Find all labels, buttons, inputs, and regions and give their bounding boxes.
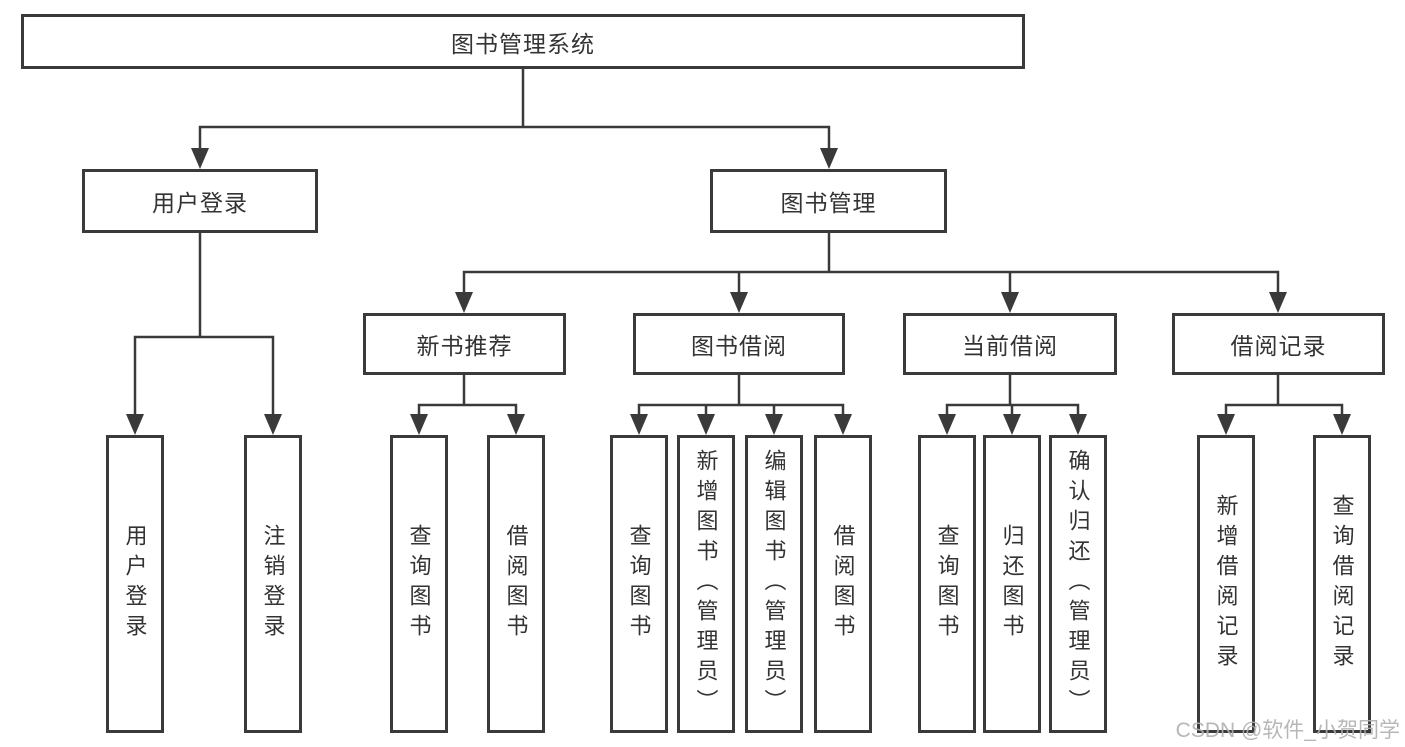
leaf-records-query-record-label: 查询借阅记录 — [1329, 494, 1355, 674]
node-borrow-records-label: 借阅记录 — [1230, 333, 1327, 359]
leaf-borrow-add-books-admin-label: 新增图书（管理员） — [693, 449, 719, 719]
connector-root — [198, 69, 831, 152]
leaf-records-add-record-label: 新增借阅记录 — [1213, 494, 1239, 674]
node-new-book-recommend-label: 新书推荐 — [416, 333, 513, 359]
leaf-newbook-borrow-books-label: 借阅图书 — [503, 524, 529, 644]
node-book-borrow: 图书借阅 — [633, 313, 845, 375]
csdn-watermark: CSDN @软件_小贺同学 — [1175, 719, 1400, 742]
connector-book-borrow — [637, 375, 845, 418]
node-new-book-recommend: 新书推荐 — [363, 313, 566, 375]
node-book-management: 图书管理 — [710, 169, 947, 233]
node-borrow-records: 借阅记录 — [1172, 313, 1385, 375]
leaf-borrow-borrow-books-label: 借阅图书 — [830, 524, 856, 644]
leaf-current-query-books-label: 查询图书 — [934, 524, 960, 644]
leaf-newbook-borrow-books: 借阅图书 — [487, 435, 545, 733]
connector-borrow-records — [1224, 375, 1344, 418]
leaf-newbook-query-books: 查询图书 — [390, 435, 448, 733]
leaf-logout: 注销登录 — [244, 435, 302, 733]
connector-current-borrow — [945, 375, 1080, 418]
connector-new-book — [417, 375, 518, 418]
leaf-records-query-record: 查询借阅记录 — [1313, 435, 1371, 733]
leaf-current-return-books-label: 归还图书 — [999, 524, 1025, 644]
node-root: 图书管理系统 — [21, 14, 1025, 69]
leaf-borrow-edit-books-admin: 编辑图书（管理员） — [745, 435, 803, 733]
leaf-newbook-query-books-label: 查询图书 — [406, 524, 432, 644]
leaf-borrow-query-books-label: 查询图书 — [626, 524, 652, 644]
leaf-borrow-query-books: 查询图书 — [610, 435, 668, 733]
leaf-current-confirm-return-admin-label: 确认归还（管理员） — [1065, 449, 1091, 719]
leaf-current-query-books: 查询图书 — [918, 435, 976, 733]
leaf-user-login: 用户登录 — [106, 435, 164, 733]
leaf-user-login-label: 用户登录 — [122, 524, 148, 644]
node-root-label: 图书管理系统 — [451, 30, 595, 57]
node-user-login: 用户登录 — [82, 169, 318, 233]
node-current-borrow-label: 当前借阅 — [962, 333, 1058, 359]
leaf-borrow-borrow-books: 借阅图书 — [814, 435, 872, 733]
leaf-borrow-edit-books-admin-label: 编辑图书（管理员） — [761, 449, 787, 719]
leaf-current-confirm-return-admin: 确认归还（管理员） — [1049, 435, 1107, 733]
leaf-borrow-add-books-admin: 新增图书（管理员） — [677, 435, 735, 733]
connector-user-login — [133, 233, 275, 418]
leaf-current-return-books: 归还图书 — [983, 435, 1041, 733]
node-user-login-label: 用户登录 — [152, 190, 248, 216]
node-current-borrow: 当前借阅 — [903, 313, 1117, 375]
connector-book-mgmt — [462, 233, 1280, 296]
node-book-management-label: 图书管理 — [780, 190, 877, 216]
leaf-logout-label: 注销登录 — [260, 524, 286, 644]
leaf-records-add-record: 新增借阅记录 — [1197, 435, 1255, 733]
node-book-borrow-label: 图书借阅 — [691, 333, 787, 359]
